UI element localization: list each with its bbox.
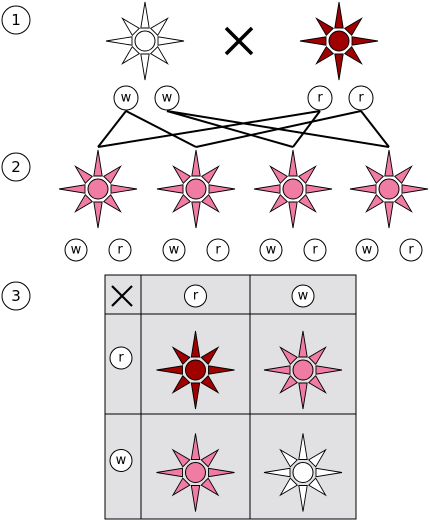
cross-line (97, 110, 321, 148)
step-number-text: 2 (11, 158, 21, 176)
f1-allele-w-2-text: w (169, 243, 180, 258)
f1-allele-r-2: r (206, 238, 230, 262)
cross-lines-layer (97, 110, 390, 148)
step-number-3: 3 (1, 281, 31, 311)
diagram-content: 1 2 3 w w r r w r w r w r w r r w r w (1, 1, 429, 512)
punnett-row-header-1-text: r (118, 351, 124, 366)
parent-flower-red (299, 1, 379, 81)
step-number-1: 1 (1, 5, 31, 35)
parent-allele-1: w (113, 85, 139, 111)
f1-allele-r-2-text: r (215, 243, 221, 258)
f1-allele-w-3-text: w (266, 243, 277, 258)
punnett-corner-cross (111, 285, 133, 307)
f1-allele-r-3-text: r (312, 243, 318, 258)
f1-flower-2 (156, 149, 236, 229)
cross-symbol (224, 26, 254, 56)
f1-allele-r-4-text: r (408, 243, 414, 258)
punnett-background (104, 274, 357, 520)
f1-allele-r-3: r (303, 238, 327, 262)
punnett-flower-pink-2-1 (156, 433, 235, 512)
f1-allele-w-3: w (259, 238, 283, 262)
parent-flower-white (105, 1, 185, 81)
punnett-col-header-1-text: r (193, 289, 199, 304)
punnett-flower-white-2-2 (263, 433, 343, 512)
f1-allele-w-2: w (162, 238, 186, 262)
parent-allele-4: r (348, 85, 374, 111)
punnett-row-header-2: w (109, 449, 133, 472)
cross-line (195, 110, 362, 148)
step-number-text: 1 (11, 11, 21, 29)
punnett-flower-red-1-1 (156, 330, 235, 410)
punnett-col-header-2-text: w (298, 289, 309, 304)
f1-allele-r-1-text: r (117, 243, 123, 258)
step-number-2: 2 (1, 152, 31, 182)
parent-allele-3-text: r (317, 91, 323, 106)
f1-allele-r-4: r (399, 238, 423, 262)
punnett-col-header-2: w (291, 284, 315, 308)
f1-allele-w-4-text: w (362, 243, 373, 258)
punnett-flower-pink-1-2 (263, 330, 343, 410)
f1-allele-w-1: w (64, 238, 88, 262)
cross-line (97, 110, 127, 148)
cross-line (292, 110, 321, 148)
f1-flower-3 (253, 149, 333, 229)
f1-flower-1 (58, 149, 138, 229)
punnett-col-header-1: r (184, 284, 207, 308)
f1-allele-r-1: r (108, 238, 132, 262)
parent-allele-3: r (307, 85, 333, 111)
cross-line (125, 110, 197, 148)
step-number-text: 3 (11, 287, 21, 305)
cross-line (166, 110, 294, 148)
punnett-square (104, 274, 357, 520)
cross-line (360, 110, 390, 148)
f1-allele-w-4: w (355, 238, 379, 262)
punnett-row-header-1: r (109, 346, 133, 370)
parent-allele-4-text: r (358, 91, 364, 106)
parent-allele-2-text: w (162, 91, 173, 106)
f1-allele-w-1-text: w (71, 243, 82, 258)
parent-allele-2: w (154, 85, 180, 111)
f1-flower-4 (349, 149, 429, 229)
punnett-row-header-2-text: w (116, 453, 127, 468)
parent-allele-1-text: w (121, 91, 132, 106)
